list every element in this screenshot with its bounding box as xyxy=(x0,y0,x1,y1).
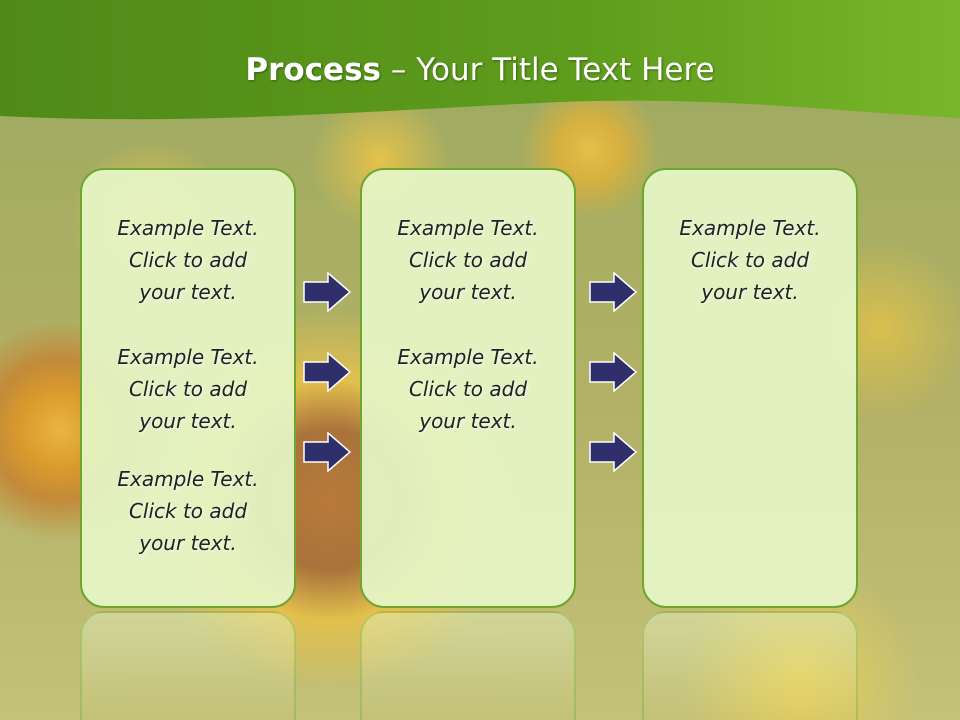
text-placeholder[interactable]: Example Text. Click to add your text. xyxy=(362,341,574,437)
column-3-box[interactable]: Example Text. Click to add your text. xyxy=(642,168,858,608)
title-rest: – Your Title Text Here xyxy=(381,52,715,88)
text-line: Example Text. xyxy=(397,345,539,369)
right-arrow-icon xyxy=(303,432,352,472)
column-1-box[interactable]: Example Text. Click to add your text. Ex… xyxy=(80,168,296,608)
column-2-reflection xyxy=(360,611,576,720)
right-arrow-icon xyxy=(589,272,638,312)
text-line: Example Text. xyxy=(117,467,259,491)
text-line: your text. xyxy=(139,531,237,555)
text-line: Click to add xyxy=(408,377,528,401)
text-line: Click to add xyxy=(690,248,810,272)
header-banner xyxy=(0,0,960,120)
text-line: Example Text. xyxy=(117,216,259,240)
text-placeholder[interactable]: Example Text. Click to add your text. xyxy=(82,212,294,308)
page-title[interactable]: Process – Your Title Text Here xyxy=(0,52,960,88)
text-line: your text. xyxy=(139,409,237,433)
title-bold: Process xyxy=(245,52,381,88)
column-2-box[interactable]: Example Text. Click to add your text. Ex… xyxy=(360,168,576,608)
text-line: Example Text. xyxy=(397,216,539,240)
text-line: your text. xyxy=(139,280,237,304)
text-line: Example Text. xyxy=(679,216,821,240)
text-line: Click to add xyxy=(128,499,248,523)
text-line: Click to add xyxy=(408,248,528,272)
right-arrow-icon xyxy=(303,272,352,312)
text-placeholder[interactable]: Example Text. Click to add your text. xyxy=(644,212,856,308)
text-line: Example Text. xyxy=(117,345,259,369)
text-line: Click to add xyxy=(128,377,248,401)
right-arrow-icon xyxy=(589,352,638,392)
column-1-reflection xyxy=(80,611,296,720)
text-line: your text. xyxy=(419,280,517,304)
text-line: Click to add xyxy=(128,248,248,272)
text-placeholder[interactable]: Example Text. Click to add your text. xyxy=(82,463,294,559)
text-line: your text. xyxy=(701,280,799,304)
text-placeholder[interactable]: Example Text. Click to add your text. xyxy=(362,212,574,308)
text-line: your text. xyxy=(419,409,517,433)
right-arrow-icon xyxy=(589,432,638,472)
right-arrow-icon xyxy=(303,352,352,392)
column-3-reflection xyxy=(642,611,858,720)
text-placeholder[interactable]: Example Text. Click to add your text. xyxy=(82,341,294,437)
